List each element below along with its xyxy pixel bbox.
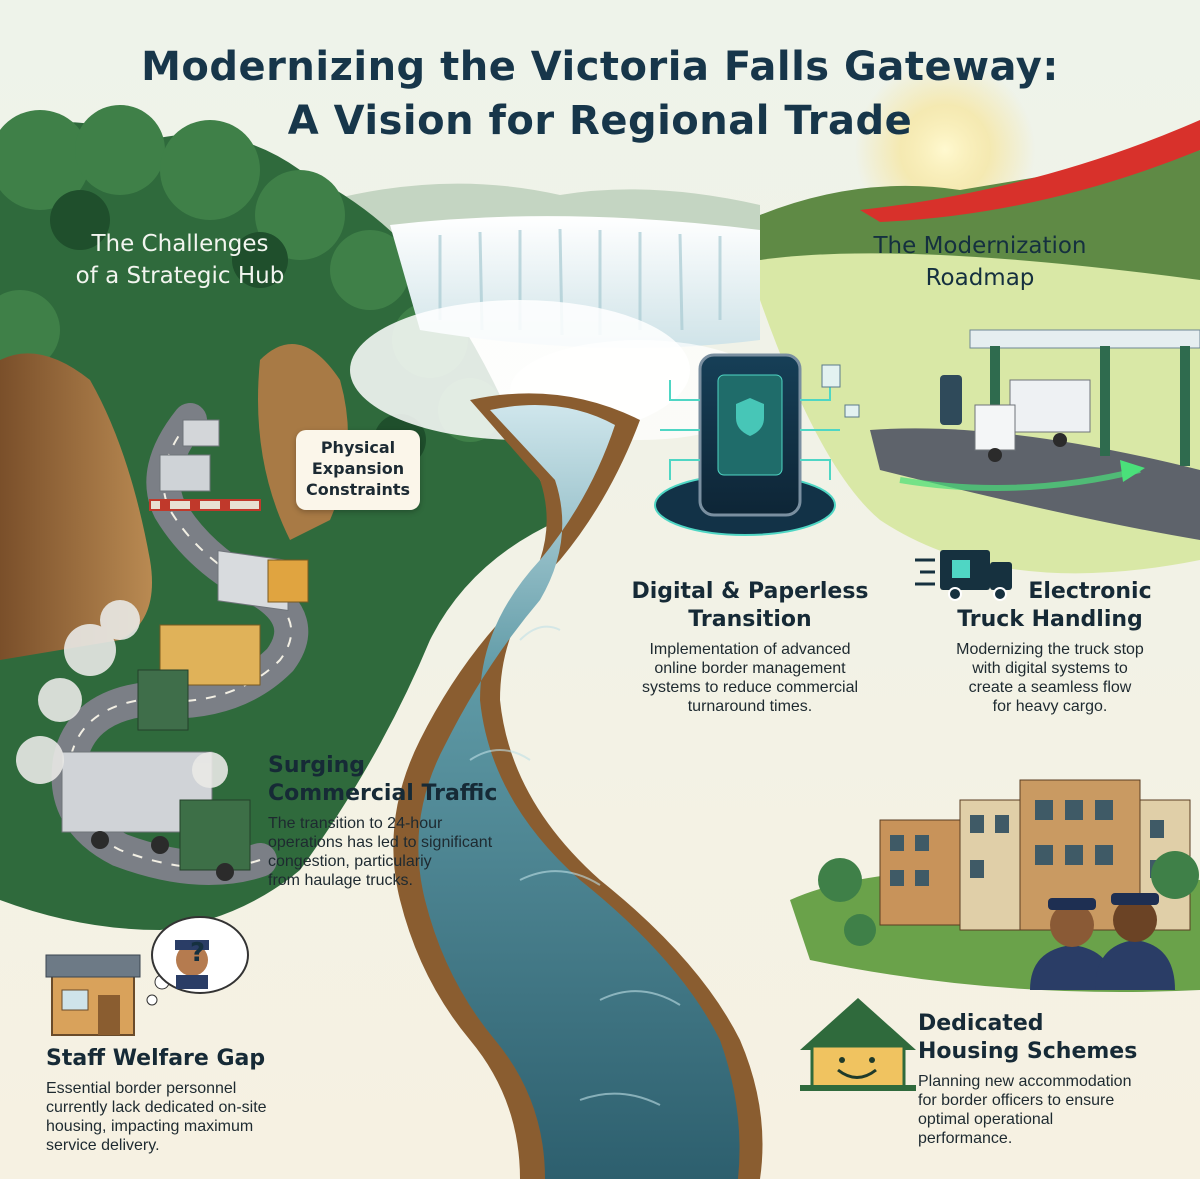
left-section-heading-line2: of a Strategic Hub bbox=[75, 263, 285, 289]
card-heading: Dedicated bbox=[918, 1011, 1044, 1036]
card-body-line: Implementation of advanced bbox=[649, 641, 851, 658]
thought-bubble-icon bbox=[146, 916, 249, 1006]
card-body-line: currently lack dedicated on-site bbox=[46, 1099, 267, 1116]
card-housing-schemes: Dedicated Housing Schemes Planning new a… bbox=[918, 1010, 1188, 1148]
card-commercial-traffic: Surging Commercial Traffic The transitio… bbox=[268, 752, 558, 890]
card-body-line: Planning new accommodation bbox=[918, 1073, 1132, 1090]
border-officers-icon bbox=[1030, 893, 1175, 990]
callout-line1: Physical bbox=[320, 438, 396, 457]
card-body-line: online border management bbox=[654, 660, 846, 677]
card-body-line: performance. bbox=[918, 1130, 1013, 1147]
card-body-line: for heavy cargo. bbox=[992, 698, 1108, 715]
left-section-heading-line1: The Challenges bbox=[91, 231, 269, 257]
toll-canopy-icon bbox=[940, 329, 1200, 466]
delivery-truck-icon bbox=[915, 550, 1012, 601]
left-cliff bbox=[0, 353, 152, 660]
card-heading: Truck Handling bbox=[957, 607, 1143, 632]
card-heading: Housing Schemes bbox=[918, 1039, 1138, 1064]
card-body-line: housing, impacting maximum bbox=[46, 1118, 254, 1135]
card-body-line: The transition to 24-hour bbox=[268, 815, 443, 832]
card-body-line: from haulage trucks. bbox=[268, 872, 413, 889]
card-body-line: Modernizing the truck stop bbox=[956, 641, 1144, 658]
guard-booth-icon bbox=[45, 954, 141, 1036]
card-staff-welfare: Staff Welfare Gap Essential border perso… bbox=[46, 1045, 336, 1155]
card-body-line: optimal operational bbox=[918, 1111, 1054, 1128]
page-title: Modernizing the Victoria Falls Gateway: bbox=[141, 44, 1059, 90]
card-heading: Surging bbox=[268, 753, 366, 778]
apartment-buildings-icon bbox=[879, 779, 1191, 931]
card-heading: Digital & Paperless bbox=[631, 579, 869, 604]
card-body-line: with digital systems to bbox=[972, 660, 1128, 677]
truck-icon bbox=[61, 419, 309, 881]
card-heading: Commercial Traffic bbox=[268, 781, 498, 806]
electronic-truck-icon bbox=[974, 379, 1091, 462]
right-section-heading: The Modernization Roadmap bbox=[830, 230, 1130, 294]
digital-gate-icon bbox=[654, 353, 860, 536]
smiling-house-icon bbox=[800, 998, 916, 1091]
card-heading: Electronic bbox=[1028, 579, 1152, 604]
callout-physical-expansion: Physical Expansion Constraints bbox=[296, 430, 420, 510]
question-mark-icon: ? bbox=[190, 938, 206, 968]
right-section-heading-line2: Roadmap bbox=[925, 265, 1035, 291]
card-body-line: systems to reduce commercial bbox=[641, 679, 859, 696]
card-body-line: for border officers to ensure bbox=[918, 1092, 1115, 1109]
callout-line3: Constraints bbox=[305, 480, 411, 499]
card-body-line: service delivery. bbox=[46, 1137, 160, 1154]
card-body-line: Essential border personnel bbox=[46, 1080, 237, 1097]
card-body-line: turnaround times. bbox=[687, 698, 813, 715]
river bbox=[418, 405, 740, 1179]
card-heading: Transition bbox=[688, 607, 812, 632]
card-body-line: operations has led to significant bbox=[268, 834, 493, 851]
card-electronic-truck: Electronic Truck Handling Modernizing th… bbox=[920, 578, 1180, 716]
callout-line2: Expansion bbox=[311, 459, 405, 478]
card-body-line: congestion, particulariy bbox=[268, 853, 432, 870]
left-section-heading: The Challenges of a Strategic Hub bbox=[30, 228, 330, 292]
page-subtitle: A Vision for Regional Trade bbox=[287, 98, 913, 144]
barrier-icon bbox=[149, 499, 261, 511]
card-digital-transition: Digital & Paperless Transition Implement… bbox=[610, 578, 890, 716]
card-body-line: create a seamless flow bbox=[968, 679, 1132, 696]
right-section-heading-line1: The Modernization bbox=[873, 233, 1087, 259]
card-heading: Staff Welfare Gap bbox=[46, 1046, 266, 1071]
